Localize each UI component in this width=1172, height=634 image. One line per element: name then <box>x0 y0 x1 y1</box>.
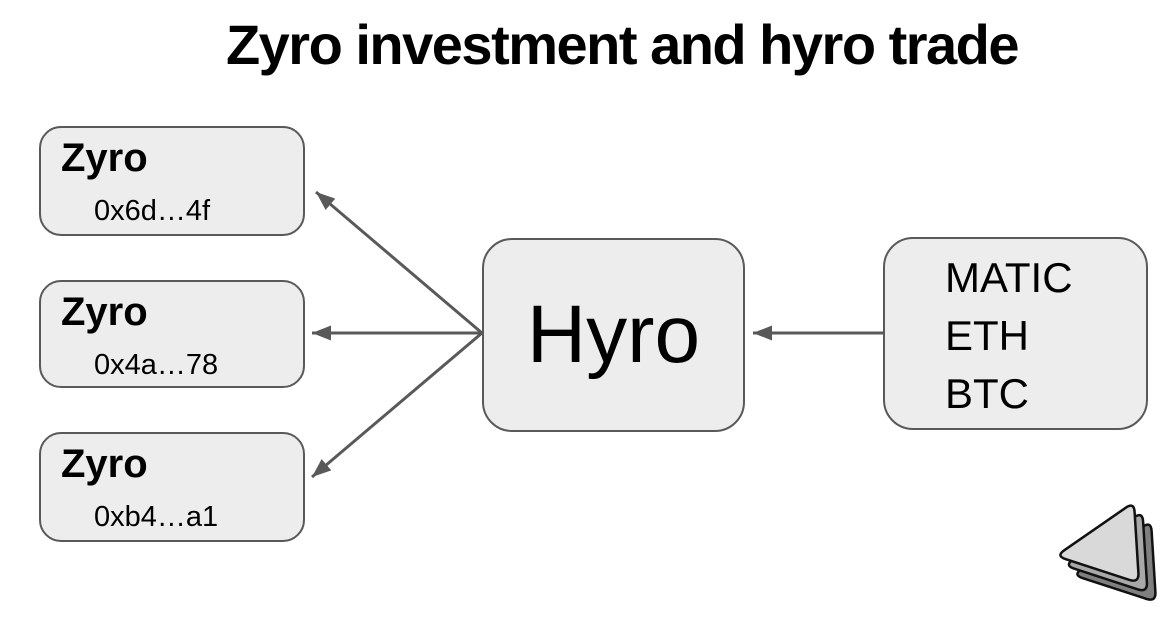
arrow-hyro-to-zyro1 <box>315 190 483 335</box>
zyro-node-2-address: 0x4a…78 <box>94 349 219 381</box>
diagram-title: Zyro investment and hyro trade <box>225 13 1020 76</box>
zyro-node-3[interactable]: Zyro 0xb4…a1 <box>39 432 305 542</box>
zyro-node-3-address: 0xb4…a1 <box>94 501 219 533</box>
hyro-node[interactable]: Hyro <box>482 238 745 432</box>
zyro-node-1-address: 0x6d…4f <box>94 195 211 227</box>
assets-node[interactable]: MATIC ETH BTC <box>883 237 1148 430</box>
zyro-node-2[interactable]: Zyro 0x4a…78 <box>39 280 305 388</box>
zyro-node-1-label: Zyro <box>61 136 148 180</box>
arrow-hyro-to-zyro3 <box>311 331 483 479</box>
zyro-node-1[interactable]: Zyro 0x6d…4f <box>39 126 305 236</box>
asset-line-btc: BTC <box>945 370 1029 417</box>
asset-line-matic: MATIC <box>945 254 1073 301</box>
logo-front-triangle <box>1059 504 1140 582</box>
zyro-node-3-label: Zyro <box>61 442 148 486</box>
hyro-node-label: Hyro <box>526 289 701 380</box>
stacked-triangles-logo-icon <box>1059 504 1157 601</box>
zyro-node-2-label: Zyro <box>61 290 148 334</box>
asset-line-eth: ETH <box>945 312 1029 359</box>
